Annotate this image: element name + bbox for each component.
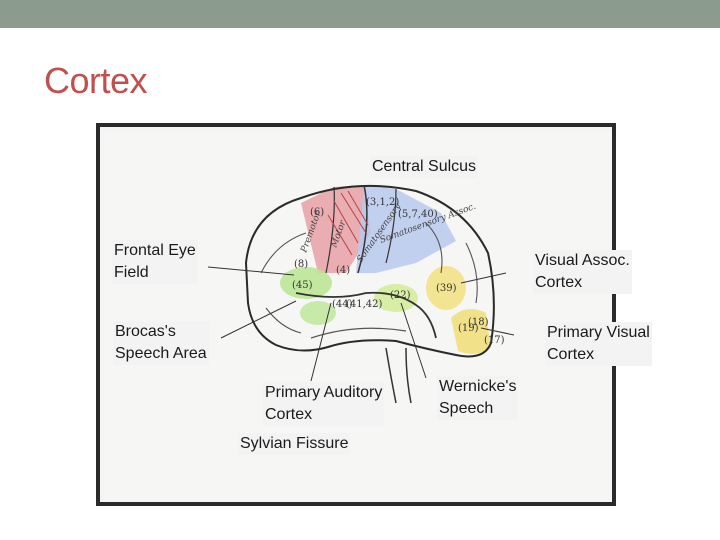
wernickes-line-2: Speech	[439, 398, 516, 420]
slide-title: Cortex	[44, 60, 147, 102]
visual-assoc-line-2: Cortex	[535, 272, 630, 294]
visual-assoc-line-1: Visual Assoc.	[535, 250, 630, 272]
wernickes-speech-label: Wernicke's Speech	[437, 376, 518, 420]
primary-auditory-cortex-label: Primary Auditory Cortex	[263, 382, 384, 426]
area-number: (22)	[390, 290, 411, 301]
primary-visual-line-1: Primary Visual	[547, 322, 650, 344]
frontal-eye-field-line-2: Field	[114, 262, 196, 284]
wernickes-line-1: Wernicke's	[439, 376, 516, 398]
frontal-eye-leader	[208, 267, 294, 275]
temporal-sulcus	[311, 328, 406, 338]
visual-assoc-cortex-label: Visual Assoc. Cortex	[533, 250, 632, 294]
brocas-speech-area-label: Brocas's Speech Area	[113, 321, 209, 365]
area-number: (4)	[336, 265, 350, 276]
wernicke-leader	[401, 303, 426, 378]
primary-visual-cortex-label: Primary Visual Cortex	[545, 322, 652, 366]
area-number: (8)	[294, 259, 308, 270]
area-number: (39)	[436, 283, 457, 294]
primary-auditory-line-1: Primary Auditory	[265, 382, 382, 404]
broca-leader	[221, 301, 296, 338]
area-number: (45)	[292, 280, 313, 291]
brainstem	[386, 348, 411, 403]
frontal-eye-field-line-1: Frontal Eye	[114, 240, 196, 262]
brocas-line-1: Brocas's	[115, 321, 207, 343]
area-number: (18)	[468, 317, 489, 328]
primary-auditory-line-2: Cortex	[265, 404, 382, 426]
primary-visual-line-2: Cortex	[547, 344, 650, 366]
sylvian-fissure-label: Sylvian Fissure	[238, 433, 350, 455]
area-number: (41,42)	[346, 299, 383, 310]
frontal-eye-field-label: Frontal Eye Field	[112, 240, 198, 284]
brocas-line-2: Speech Area	[115, 343, 207, 365]
area-number: (17)	[484, 335, 505, 346]
brain-drawing: (6) (4) (3,1,2) (5,7,40) (8) (45) (44) (…	[96, 123, 616, 506]
central-sulcus-label: Central Sulcus	[370, 156, 478, 178]
visual-assoc-leader	[461, 273, 506, 283]
top-accent-bar	[0, 0, 720, 28]
